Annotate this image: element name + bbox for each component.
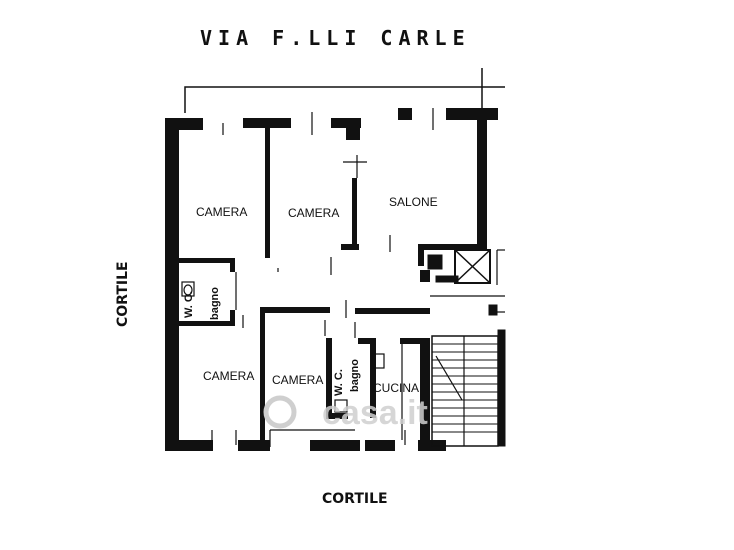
room-label-salone: SALONE [389, 195, 438, 209]
room-label-wc: W. C. [183, 291, 195, 318]
street-label: VIA F.LLI CARLE [200, 26, 471, 50]
room-label-camera: CAMERA [288, 206, 339, 220]
room-label-camera: CAMERA [272, 373, 323, 387]
room-label-bagno: bagno [209, 287, 221, 320]
room-label-camera: CAMERA [203, 369, 254, 383]
room-label-cucina: CUCINA [373, 381, 419, 395]
courtyard-bottom-label: CORTILE [322, 491, 388, 507]
courtyard-left-label: CORTILE [115, 261, 131, 327]
elevator-shaft [427, 249, 505, 316]
watermark: casa.it [263, 394, 428, 432]
partitions [211, 108, 434, 447]
watermark-logo-icon [263, 395, 297, 429]
staircase [431, 329, 506, 447]
bathroom-fixtures [181, 281, 385, 413]
room-label-bagno: bagno [349, 359, 361, 392]
room-label-wc: W. C. [333, 369, 345, 396]
walls [165, 108, 498, 451]
watermark-text: casa.it [322, 394, 428, 432]
room-label-camera: CAMERA [196, 205, 247, 219]
outer-boundary [184, 68, 505, 113]
